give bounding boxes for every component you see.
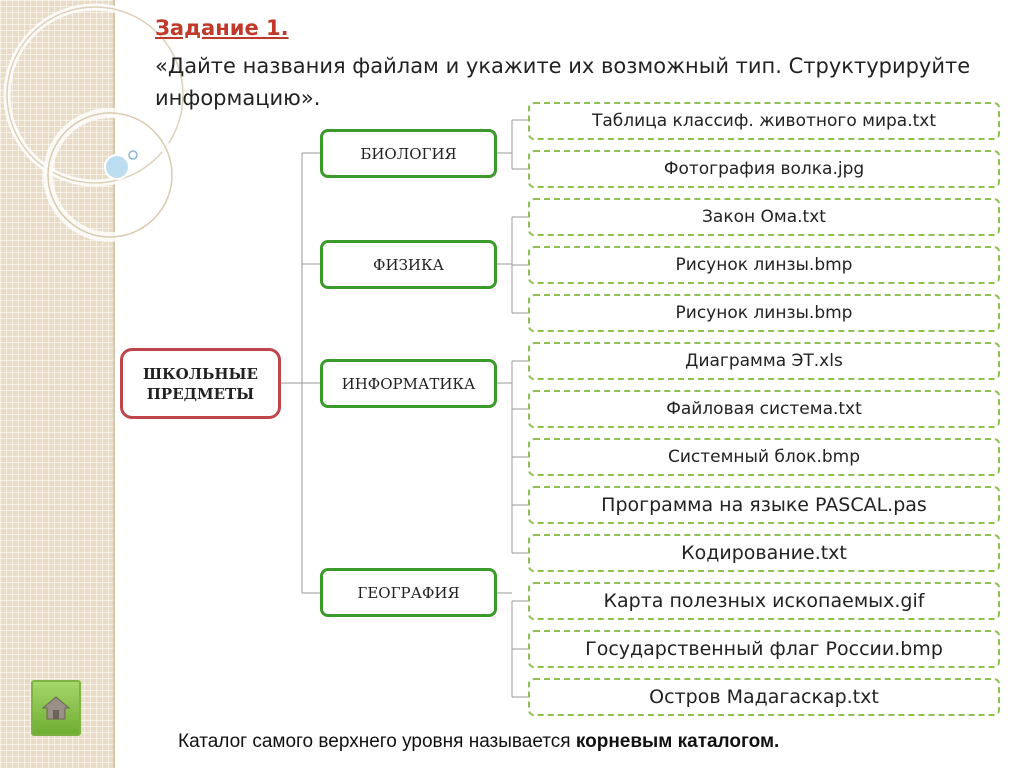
category-physics: ФИЗИКА	[320, 240, 497, 289]
task-text: «Дайте названия файлам и укажите их возм…	[155, 54, 971, 110]
file-node: Фотография волка.jpg	[528, 150, 1000, 188]
home-button[interactable]	[31, 680, 81, 736]
file-node: Таблица классиф. животного мира.txt	[528, 102, 1000, 140]
root-node: ШКОЛЬНЫЕ ПРЕДМЕТЫ	[120, 348, 281, 419]
file-node: Программа на языке PASCAL.pas	[528, 486, 1000, 524]
footer-bold-text: корневым каталогом.	[575, 731, 780, 752]
footer-note: Каталог самого верхнего уровня называетс…	[178, 731, 779, 753]
file-node: Файловая система.txt	[528, 390, 1000, 428]
file-node: Карта полезных ископаемых.gif	[528, 582, 1000, 620]
strip-divider	[113, 0, 115, 768]
file-node: Рисунок линзы.bmp	[528, 246, 1000, 284]
file-node: Диаграмма ЭТ.xls	[528, 342, 1000, 380]
category-biology: БИОЛОГИЯ	[320, 129, 497, 178]
file-node: Кодирование.txt	[528, 534, 1000, 572]
footer-text: Каталог самого верхнего уровня называетс…	[178, 731, 576, 752]
file-node: Рисунок линзы.bmp	[528, 294, 1000, 332]
file-node: Системный блок.bmp	[528, 438, 1000, 476]
category-informatics: ИНФОРМАТИКА	[320, 359, 497, 408]
task-title: Задание 1.	[155, 16, 289, 40]
file-node: Закон Ома.txt	[528, 198, 1000, 236]
file-node: Государственный флаг России.bmp	[528, 630, 1000, 668]
file-node: Остров Мадагаскар.txt	[528, 678, 1000, 716]
category-geography: ГЕОГРАФИЯ	[320, 568, 497, 617]
home-icon	[41, 696, 71, 720]
